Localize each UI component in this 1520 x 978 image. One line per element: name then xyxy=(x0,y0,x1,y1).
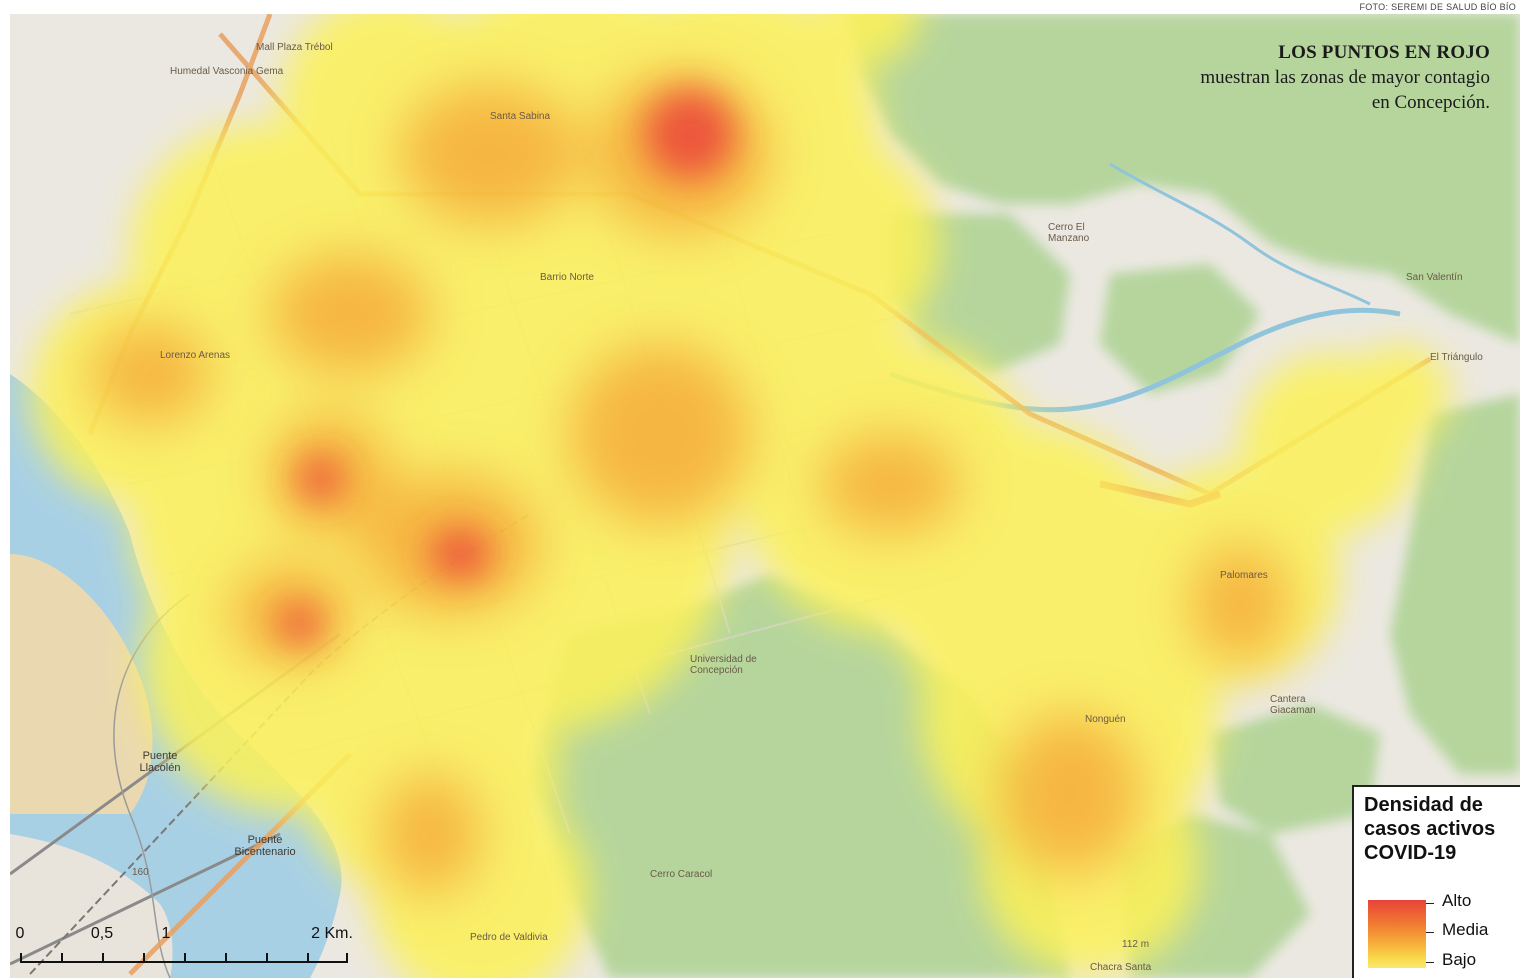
scale-tick xyxy=(266,953,268,963)
place-cerro-caracol: Cerro Caracol xyxy=(650,869,713,880)
place-santa-sabina: Santa Sabina xyxy=(490,111,551,122)
place-palomares: Palomares xyxy=(1220,570,1268,581)
scale-tick xyxy=(346,953,348,963)
san-pedro-shore xyxy=(10,834,173,978)
caption-headline: LOS PUNTOS EN ROJO xyxy=(1278,42,1490,63)
scale-tick xyxy=(20,953,22,963)
place-humedal: Humedal Vasconia Gema xyxy=(170,66,284,77)
place-nonguen: Nonguén xyxy=(1085,714,1126,725)
map-canvas xyxy=(10,14,1520,978)
place-pedro-valdivia: Pedro de Valdivia xyxy=(470,932,548,943)
legend-color-ramp xyxy=(1368,900,1426,968)
scale-label-0: 0 xyxy=(15,925,25,942)
place-puente-bicentenario: Puente Bicentenario xyxy=(234,834,296,858)
place-puente-llacolen: Puente Llacolén xyxy=(139,750,181,774)
scale-tick xyxy=(61,953,63,963)
river-sandbank xyxy=(10,554,153,814)
legend-tick-alto xyxy=(1426,903,1434,904)
legend-tick-bajo xyxy=(1426,962,1434,963)
legend-title: Densidad de casos activos COVID-19 xyxy=(1364,794,1496,864)
scale-tick xyxy=(143,953,145,963)
scale-tick xyxy=(102,953,104,963)
place-el-triangulo: El Triángulo xyxy=(1430,352,1483,363)
legend-tick-media xyxy=(1426,932,1434,933)
photo-credit: FOTO: SEREMI DE SALUD BÍO BÍO xyxy=(1359,2,1516,12)
river-branch xyxy=(1109,162,1371,306)
scale-label-2km: 2 Km. xyxy=(311,925,353,942)
caption-body: muestran las zonas de mayor contagio en … xyxy=(1200,67,1490,113)
place-chacra-santa: Chacra Santa xyxy=(1090,962,1152,973)
legend-label-bajo: Bajo xyxy=(1442,950,1477,969)
heat-high-zone xyxy=(278,89,735,644)
place-san-valentin: San Valentín xyxy=(1406,272,1463,283)
heatmap-map[interactable]: Mall Plaza Trébol Humedal Vasconia Gema … xyxy=(10,14,1520,978)
legend-label-media: Media xyxy=(1442,920,1489,939)
place-cantera: Cantera Giacaman xyxy=(1270,694,1316,716)
road-marker-160: 160 xyxy=(132,867,149,878)
map-caption: LOS PUNTOS EN ROJO muestran las zonas de… xyxy=(1190,40,1490,115)
scale-tick xyxy=(307,953,309,963)
scale-tick xyxy=(225,953,227,963)
place-mall: Mall Plaza Trébol xyxy=(256,42,333,53)
place-barrio-norte: Barrio Norte xyxy=(540,272,594,283)
scale-label-1: 1 xyxy=(161,925,171,942)
legend-label-alto: Alto xyxy=(1442,891,1472,910)
place-cerro-manzano: Cerro El Manzano xyxy=(1048,222,1090,244)
place-universidad: Universidad de Concepción xyxy=(690,654,757,676)
density-legend: Densidad de casos activos COVID-19 Alto … xyxy=(1352,785,1520,978)
elevation-112: 112 m xyxy=(1122,939,1150,950)
scale-tick xyxy=(184,953,186,963)
place-lorenzo-arenas: Lorenzo Arenas xyxy=(160,350,231,361)
scale-bar: 0 0,5 1 2 Km. xyxy=(14,925,374,975)
scale-label-half: 0,5 xyxy=(90,925,114,942)
